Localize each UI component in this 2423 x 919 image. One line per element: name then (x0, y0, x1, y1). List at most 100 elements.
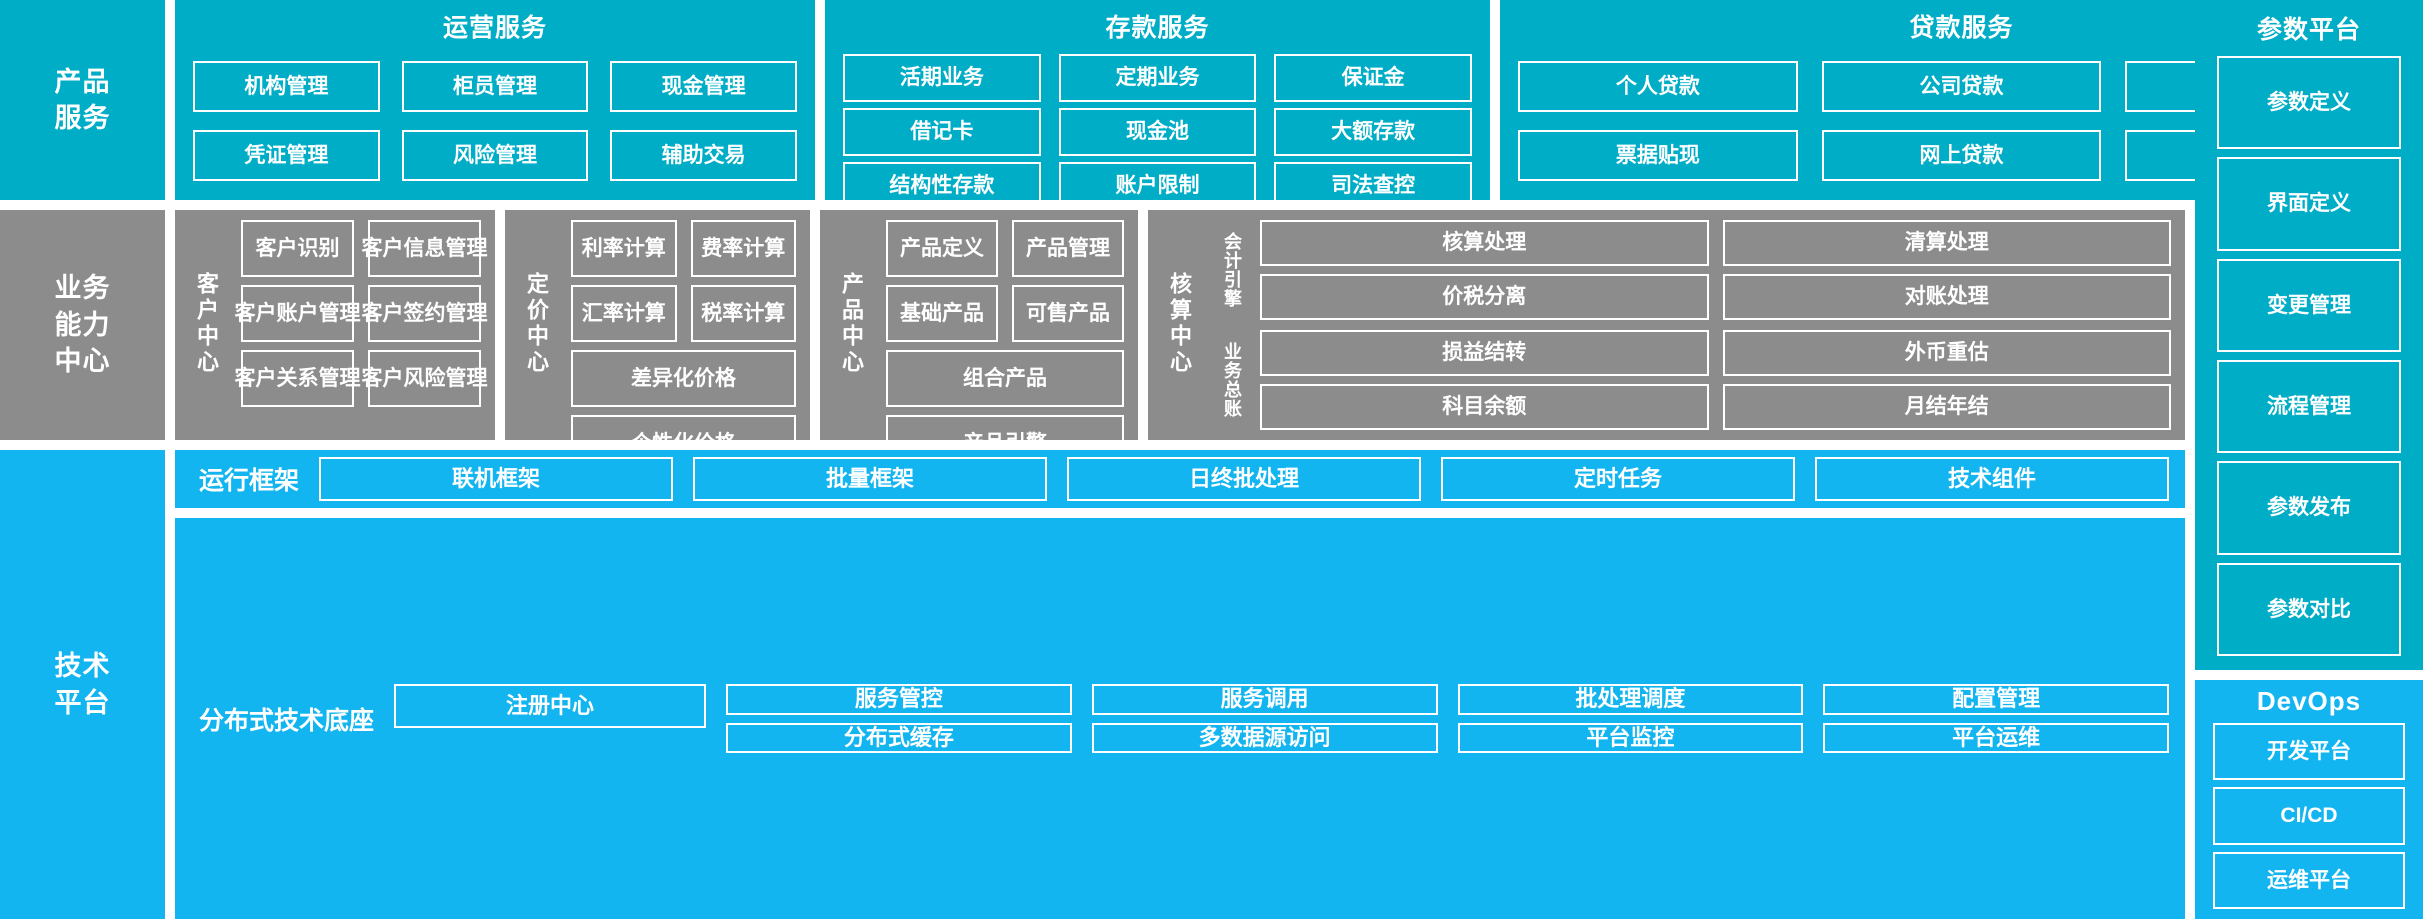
param-item-compare[interactable]: 参数对比 (2217, 562, 2401, 656)
parameter-platform-panel: 参数平台 参数定义 界面定义 变更管理 流程管理 参数发布 参数对比 (2195, 0, 2423, 670)
service-cell-demand-deposit[interactable]: 活期业务 (843, 54, 1041, 102)
tech-cell-multi-datasource-access[interactable]: 多数据源访问 (1091, 722, 1438, 753)
tech-base-column: 配置管理 平台运维 (1823, 684, 2170, 753)
center-cell-customer-contract-mgmt[interactable]: 客户签约管理 (362, 285, 488, 342)
param-item-change-mgmt[interactable]: 变更管理 (2217, 258, 2401, 352)
tech-cell-registry-center[interactable]: 注册中心 (394, 684, 707, 729)
devops-panel: DevOps 开发平台 CI/CD 运维平台 (2195, 680, 2423, 919)
tech-cell-platform-monitoring[interactable]: 平台监控 (1457, 722, 1804, 753)
service-cell-bill-discount[interactable]: 票据贴现 (1518, 129, 1798, 181)
devops-item-cicd[interactable]: CI/CD (2213, 787, 2405, 845)
center-cell-customer-relationship-mgmt[interactable]: 客户关系管理 (235, 350, 361, 407)
param-item-definition[interactable]: 参数定义 (2217, 56, 2401, 150)
center-cell-fee-rate-calc[interactable]: 费率计算 (690, 220, 796, 277)
accounting-subgroup-ledger: 业务总账 损益结转 外币重估 科目余额 月结年结 (1214, 330, 2171, 430)
tech-cell-eod-batch[interactable]: 日终批处理 (1067, 457, 1422, 501)
center-cell-price-tax-separation[interactable]: 价税分离 (1260, 274, 1709, 320)
center-cell-base-product[interactable]: 基础产品 (886, 285, 998, 342)
service-cell-risk-mgmt[interactable]: 风险管理 (401, 129, 589, 181)
devops-item-ops-platform[interactable]: 运维平台 (2213, 851, 2405, 909)
tech-cell-service-invocation[interactable]: 服务调用 (1091, 684, 1438, 715)
devops-item-dev-platform[interactable]: 开发平台 (2213, 723, 2405, 781)
param-item-ui-definition[interactable]: 界面定义 (2217, 157, 2401, 251)
center-cell-profit-loss-carryover[interactable]: 损益结转 (1260, 330, 1709, 376)
accounting-subgroup-ledger-label: 业务总账 (1222, 342, 1242, 418)
service-cell-judicial-control[interactable]: 司法查控 (1274, 162, 1473, 210)
service-cell-time-deposit[interactable]: 定期业务 (1058, 54, 1257, 102)
tech-cell-online-framework[interactable]: 联机框架 (319, 457, 674, 501)
service-cell-cash-mgmt[interactable]: 现金管理 (610, 61, 798, 113)
center-cell-interest-rate-calc[interactable]: 利率计算 (571, 220, 677, 277)
center-cell-settlement-processing[interactable]: 清算处理 (1722, 220, 2171, 266)
center-cell-reconciliation-processing[interactable]: 对账处理 (1722, 274, 2171, 320)
center-row: 损益结转 外币重估 (1260, 330, 2171, 376)
parameter-platform-title: 参数平台 (2256, 16, 2361, 44)
tech-cell-tech-components[interactable]: 技术组件 (1815, 457, 2170, 501)
service-cell-large-deposit[interactable]: 大额存款 (1274, 108, 1473, 156)
service-cell-structured-deposit[interactable]: 结构性存款 (843, 162, 1041, 210)
center-row: 核算处理 清算处理 (1260, 220, 2171, 266)
accounting-subgroup-engine-label: 会计引擎 (1222, 232, 1242, 308)
tech-strip-runtime-label: 运行框架 (199, 467, 300, 495)
center-customer-label: 客户中心 (194, 272, 219, 376)
center-cell-differential-price[interactable]: 差异化价格 (571, 350, 796, 407)
service-cell-voucher-mgmt[interactable]: 凭证管理 (193, 129, 380, 181)
center-row: 基础产品 可售产品 (886, 285, 1124, 342)
service-group-operations-title: 运营服务 (442, 14, 547, 42)
service-row: 活期业务 定期业务 保证金 (843, 54, 1473, 102)
center-cell-fx-revaluation[interactable]: 外币重估 (1722, 330, 2171, 376)
center-cell-subject-balance[interactable]: 科目余额 (1260, 384, 1709, 430)
center-cell-product-definition[interactable]: 产品定义 (886, 220, 998, 277)
tech-cell-scheduled-task[interactable]: 定时任务 (1441, 457, 1796, 501)
tech-cell-batch-framework[interactable]: 批量框架 (693, 457, 1048, 501)
service-cell-personal-loan[interactable]: 个人贷款 (1518, 61, 1798, 113)
param-item-process-mgmt[interactable]: 流程管理 (2217, 359, 2401, 454)
service-row: 机构管理 柜员管理 现金管理 (193, 61, 798, 113)
center-cell-sellable-product[interactable]: 可售产品 (1012, 285, 1124, 342)
param-item-publish[interactable]: 参数发布 (2217, 461, 2401, 555)
service-cell-corporate-loan[interactable]: 公司贷款 (1821, 61, 2102, 113)
tech-strip-base-label: 分布式技术底座 (199, 706, 375, 735)
tech-cell-platform-ops[interactable]: 平台运维 (1823, 722, 2170, 753)
tech-cell-batch-scheduling[interactable]: 批处理调度 (1457, 684, 1804, 715)
tech-cell-config-management[interactable]: 配置管理 (1823, 684, 2170, 715)
tech-cell-service-governance[interactable]: 服务管控 (726, 684, 1072, 715)
service-cell-cash-pool[interactable]: 现金池 (1058, 108, 1257, 156)
center-row: 客户账户管理 客户签约管理 (235, 285, 488, 342)
center-cell-accounting-processing[interactable]: 核算处理 (1260, 220, 1709, 266)
product-services-groups: 运营服务 机构管理 柜员管理 现金管理 凭证管理 风险管理 辅助交易 存 (175, 0, 2423, 210)
center-row: 科目余额 月结年结 (1260, 384, 2171, 430)
center-cell-month-year-end[interactable]: 月结年结 (1722, 384, 2171, 430)
center-cell-tax-rate-calc[interactable]: 税率计算 (690, 285, 796, 342)
center-cell-customer-identify[interactable]: 客户识别 (241, 220, 354, 277)
center-row: 汇率计算 税率计算 (571, 285, 796, 342)
service-cell-margin-deposit[interactable]: 保证金 (1274, 54, 1473, 102)
tech-cell-distributed-cache[interactable]: 分布式缓存 (726, 722, 1072, 753)
service-group-operations: 运营服务 机构管理 柜员管理 现金管理 凭证管理 风险管理 辅助交易 (175, 0, 815, 200)
center-pricing: 定价中心 利率计算 费率计算 汇率计算 税率计算 差异化价格 个性化价格 (505, 210, 810, 472)
center-row: 产品定义 产品管理 (886, 220, 1124, 277)
technology-platform-body: 运行框架 联机框架 批量框架 日终批处理 定时任务 技术组件 分布式技术底座 注… (175, 450, 2185, 919)
center-pricing-label: 定价中心 (524, 272, 549, 376)
service-cell-debit-card[interactable]: 借记卡 (843, 108, 1041, 156)
center-cell-combined-product[interactable]: 组合产品 (886, 350, 1124, 407)
service-cell-teller-mgmt[interactable]: 柜员管理 (401, 61, 589, 113)
business-centers: 客户中心 客户识别 客户信息管理 客户账户管理 客户签约管理 客户关系管理 客户… (175, 210, 2185, 472)
center-cell-customer-account-mgmt[interactable]: 客户账户管理 (235, 285, 361, 342)
service-cell-online-loan[interactable]: 网上贷款 (1821, 129, 2102, 181)
service-cell-aux-transaction[interactable]: 辅助交易 (610, 129, 798, 181)
service-cell-account-restriction[interactable]: 账户限制 (1058, 162, 1257, 210)
layer-label-technology-platform-text: 技术平台 (54, 651, 111, 718)
center-cell-product-management[interactable]: 产品管理 (1012, 220, 1124, 277)
devops-title: DevOps (2256, 686, 2362, 716)
service-cell-org-mgmt[interactable]: 机构管理 (193, 61, 380, 113)
tech-strip-runtime-framework: 运行框架 联机框架 批量框架 日终批处理 定时任务 技术组件 (175, 450, 2185, 508)
center-cell-customer-risk-mgmt[interactable]: 客户风险管理 (362, 350, 488, 407)
center-product-label: 产品中心 (839, 272, 864, 376)
service-row: 借记卡 现金池 大额存款 (843, 108, 1473, 156)
center-cell-exchange-rate-calc[interactable]: 汇率计算 (571, 285, 677, 342)
center-cell-customer-info-mgmt[interactable]: 客户信息管理 (362, 220, 488, 277)
layer-label-technology-platform: 技术平台 (0, 450, 165, 919)
layer-business-capability: 业务能力中心 客户中心 客户识别 客户信息管理 客户账户管理 客户签约管理 客户… (0, 210, 2423, 472)
